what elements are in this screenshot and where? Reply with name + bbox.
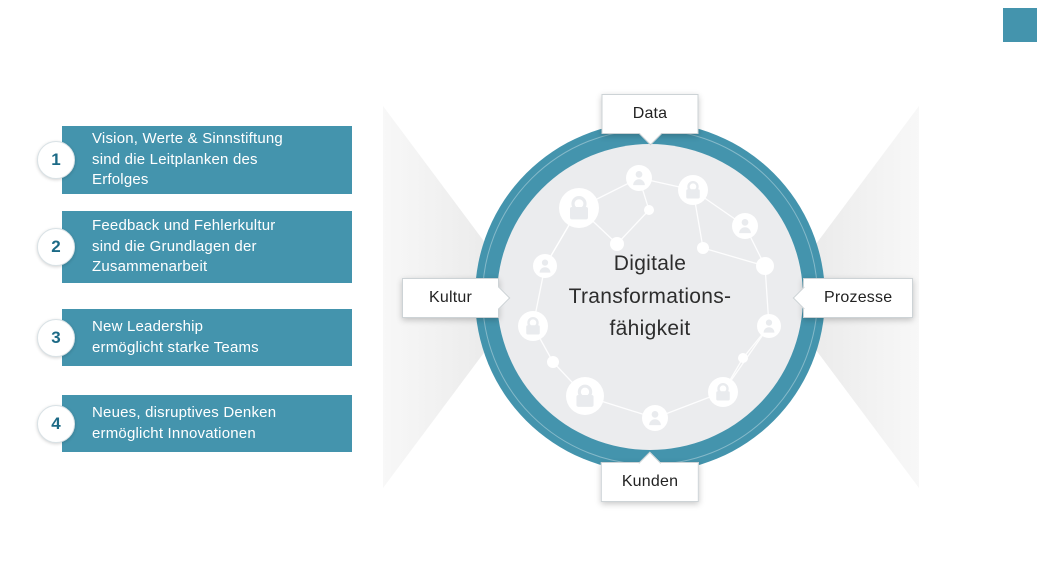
tag-prozesse-label: Prozesse — [824, 289, 893, 306]
tag-kultur: Kultur — [402, 278, 499, 318]
tag-prozesse: Prozesse — [803, 278, 914, 318]
numbered-item-1: Vision, Werte & Sinnstiftung sind die Le… — [37, 126, 352, 194]
numbered-item-3: New Leadership ermöglicht starke Teams 3 — [37, 309, 352, 366]
item-box: New Leadership ermöglicht starke Teams — [62, 309, 352, 366]
numbered-item-2: Feedback und Fehlerkultur sind die Grund… — [37, 211, 352, 283]
corner-accent-square — [1003, 8, 1037, 42]
item-text: Vision, Werte & Sinnstiftung sind die Le… — [92, 129, 283, 189]
transformation-ring: Digitale Transformations- fähigkeit — [475, 122, 825, 472]
item-number-badge: 3 — [37, 318, 75, 357]
tag-data: Data — [601, 94, 699, 134]
item-number-badge: 4 — [37, 404, 75, 443]
tag-kunden: Kunden — [600, 462, 700, 502]
numbered-item-4: Neues, disruptives Denken ermöglicht Inn… — [37, 395, 352, 452]
center-title: Digitale Transformations- fähigkeit — [568, 252, 732, 341]
item-number-badge: 1 — [37, 141, 75, 179]
item-text: New Leadership ermöglicht starke Teams — [92, 317, 259, 356]
network-pattern — [518, 165, 781, 431]
item-text: Neues, disruptives Denken ermöglicht Inn… — [92, 403, 277, 442]
inner-circle: Digitale Transformations- fähigkeit — [497, 144, 803, 450]
tag-kunden-label: Kunden — [621, 473, 679, 490]
item-box: Neues, disruptives Denken ermöglicht Inn… — [62, 395, 352, 452]
tag-data-label: Data — [632, 105, 668, 122]
item-box: Feedback und Fehlerkultur sind die Grund… — [62, 211, 352, 283]
item-number-badge: 2 — [37, 228, 75, 266]
item-box: Vision, Werte & Sinnstiftung sind die Le… — [62, 126, 352, 194]
item-text: Feedback und Fehlerkultur sind die Grund… — [92, 216, 276, 276]
tag-kultur-label: Kultur — [429, 289, 472, 306]
